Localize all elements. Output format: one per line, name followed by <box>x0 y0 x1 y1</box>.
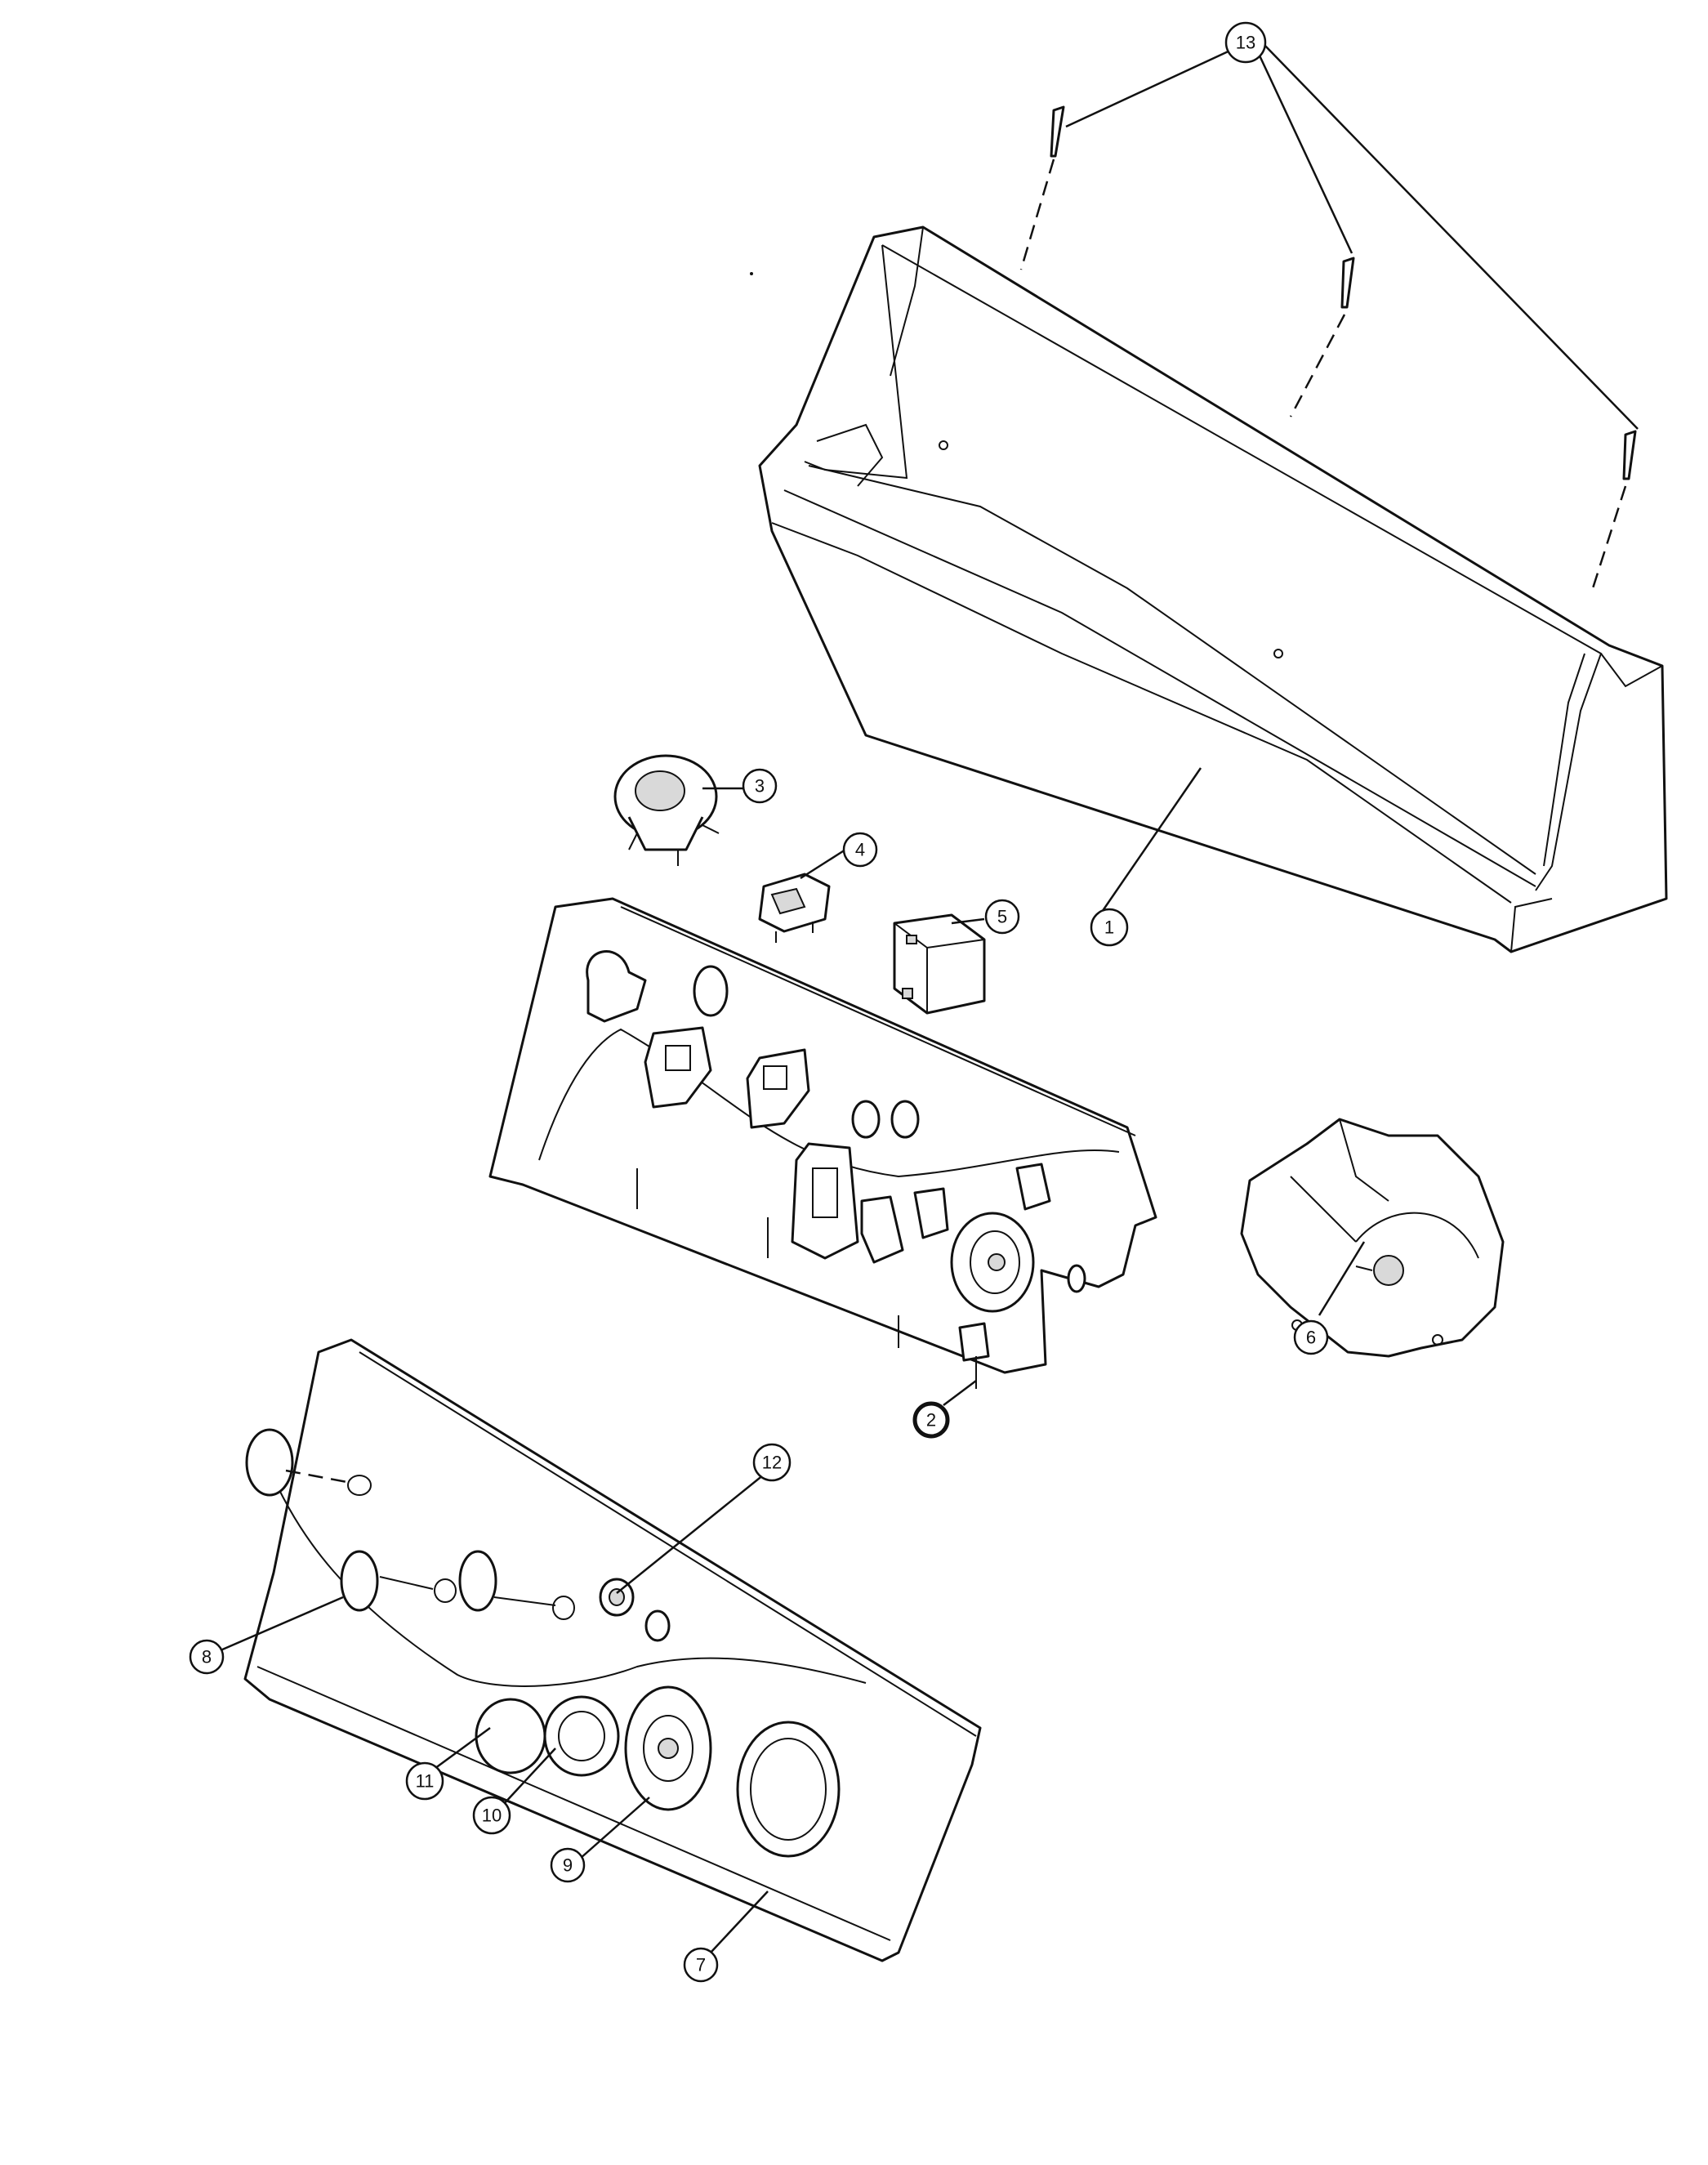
console-housing <box>758 225 1668 953</box>
callout-6: 6 <box>1293 1319 1329 1355</box>
callout-1-label: 1 <box>1104 917 1114 938</box>
callout-7-label: 7 <box>696 1955 706 1975</box>
callout-13-label: 13 <box>1236 33 1255 53</box>
callout-9: 9 <box>550 1847 586 1883</box>
selector-switch <box>758 873 831 943</box>
screws <box>1019 105 1637 589</box>
callout-3-label: 3 <box>755 776 765 797</box>
callout-7: 7 <box>683 1947 719 1983</box>
callout-11: 11 <box>405 1761 444 1801</box>
callout-8-label: 8 <box>202 1647 212 1667</box>
callout-4: 4 <box>842 832 878 868</box>
callout-6-label: 6 <box>1306 1328 1316 1348</box>
callout-9-label: 9 <box>563 1855 573 1876</box>
callout-3: 3 <box>742 768 778 804</box>
callout-4-label: 4 <box>855 840 865 860</box>
callout-5-label: 5 <box>997 907 1007 927</box>
callout-1: 1 <box>1090 908 1129 947</box>
callout-2-label: 2 <box>926 1410 936 1431</box>
callout-leaders <box>220 42 1639 1953</box>
callout-5: 5 <box>984 899 1020 935</box>
callout-13: 13 <box>1224 21 1267 64</box>
callout-8: 8 <box>189 1639 225 1675</box>
callout-10: 10 <box>472 1796 511 1835</box>
rotary-switch <box>613 754 720 866</box>
relay-block <box>893 913 986 1015</box>
callout-2: 2 <box>912 1401 950 1439</box>
callout-11-label: 11 <box>416 1771 435 1792</box>
timer <box>1240 1118 1505 1358</box>
console-inner-panel <box>488 897 1157 1389</box>
callout-12: 12 <box>752 1443 792 1482</box>
callout-12-label: 12 <box>762 1453 782 1473</box>
control-panel <box>243 1338 982 1962</box>
stray-dot <box>750 272 753 275</box>
callout-10-label: 10 <box>482 1806 502 1826</box>
